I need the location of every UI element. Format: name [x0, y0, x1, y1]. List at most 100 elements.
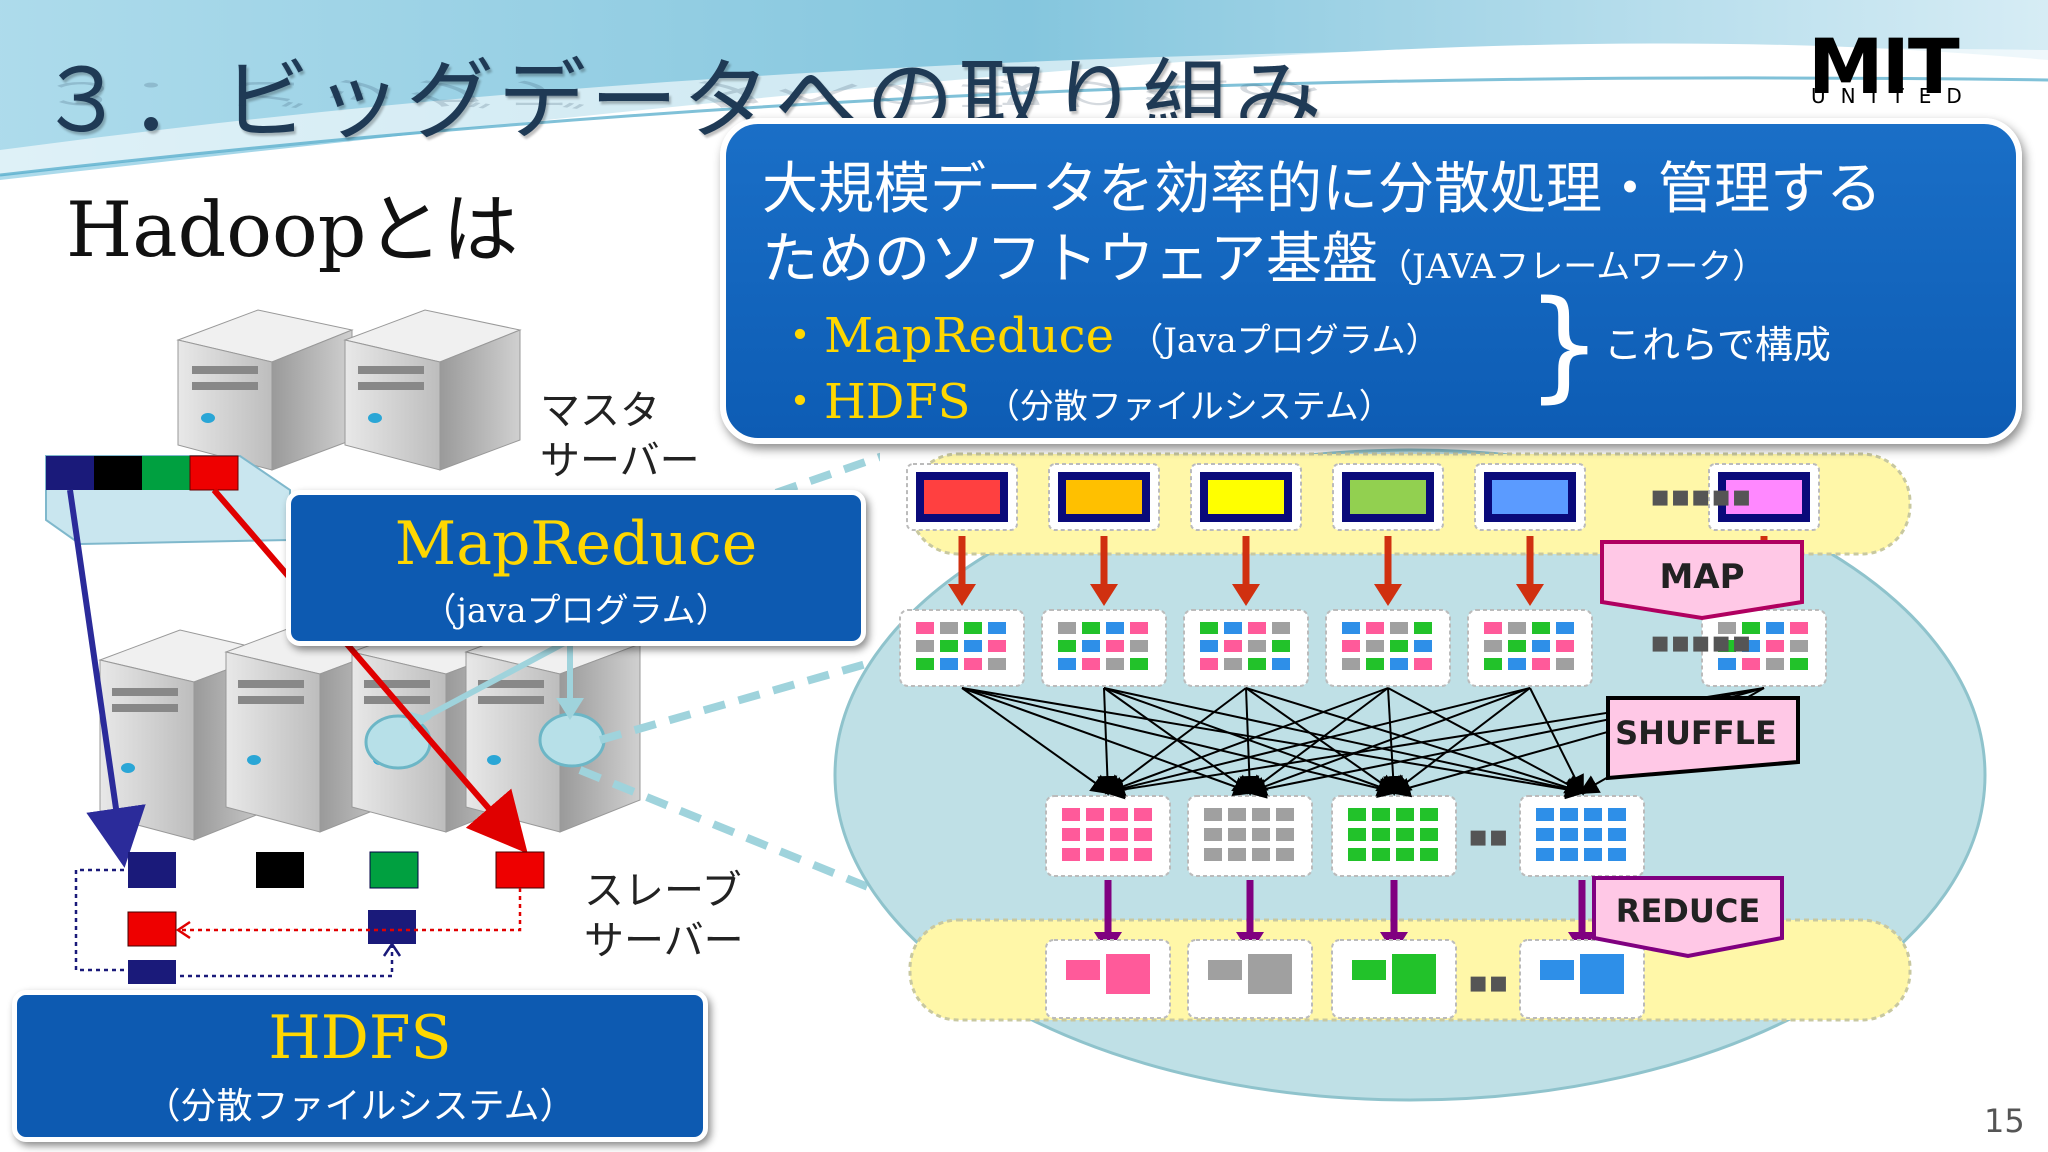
reduce-input-cell — [1110, 848, 1128, 861]
map-output-cell — [1766, 658, 1784, 670]
reduce-input-cell — [1204, 828, 1222, 841]
reduce-input-cell — [1252, 828, 1270, 841]
map-output-cell — [1106, 658, 1124, 670]
slave-server-4-icon — [464, 621, 642, 833]
mapreduce-title: MapReduce — [394, 509, 758, 579]
reduce-input-cell — [1204, 848, 1222, 861]
reduce-input-cell — [1560, 808, 1578, 821]
callout-line-2-note: （JAVAフレームワーク） — [1378, 247, 1767, 287]
reduce-input-cell — [1062, 828, 1080, 841]
map-output-cell — [940, 640, 958, 652]
metadata-block-navy — [46, 456, 94, 490]
reduce-input-cell — [1110, 828, 1128, 841]
bullet-hdfs-note: （分散ファイルシステム） — [985, 387, 1393, 427]
reduce-label: REDUCE — [1592, 876, 1784, 959]
reduce-input-cell — [1086, 808, 1104, 821]
metadata-block-black — [94, 456, 142, 490]
replica-block-red — [127, 911, 177, 947]
metadata-block-red — [189, 455, 239, 491]
hdfs-box: HDFS （分散ファイルシステム） — [12, 990, 708, 1142]
bullet-hdfs-name: ・HDFS — [776, 374, 971, 430]
reduce-input-cell — [1396, 848, 1414, 861]
map-output-cell — [1200, 658, 1218, 670]
bullet-mapreduce-name: ・MapReduce — [776, 308, 1114, 364]
map-output-cell — [1058, 658, 1076, 670]
reduce-input-cell — [1348, 808, 1366, 821]
map-label: MAP — [1600, 540, 1804, 621]
map-output-cell — [1248, 622, 1266, 634]
map-output-cell — [1390, 658, 1408, 670]
svg-text:MAP: MAP — [1659, 557, 1744, 597]
shuffle-line — [1246, 687, 1531, 796]
map-output-cell — [1224, 658, 1242, 670]
bullet-mapreduce: ・MapReduce （Javaプログラム） — [776, 296, 1440, 366]
callout-line-2: ためのソフトウェア基盤（JAVAフレームワーク） — [762, 214, 1766, 295]
reduce-input-cell — [1536, 808, 1554, 821]
map-output-cell — [1508, 658, 1526, 670]
map-output-cell — [1130, 658, 1148, 670]
reduce-input-cell — [1396, 828, 1414, 841]
reduce-input-cell — [1584, 848, 1602, 861]
map-output-cell — [1272, 640, 1290, 652]
server-illustration — [45, 309, 880, 984]
data-block-red — [495, 851, 545, 889]
data-block-navy — [128, 852, 176, 888]
map-output-cell — [1790, 640, 1808, 652]
shuffle-line — [1104, 687, 1389, 796]
reduce-input-cell — [1204, 808, 1222, 821]
input-split-data — [1208, 480, 1284, 514]
brace-icon: } — [1526, 276, 1603, 415]
map-output-cell — [1058, 640, 1076, 652]
map-output-cell — [1390, 622, 1408, 634]
mapreduce-box: MapReduce （javaプログラム） — [286, 490, 866, 646]
map-output-cell — [1106, 640, 1124, 652]
mit-logo-subtext: UNITED — [1811, 84, 1977, 108]
map-arrow-head — [1374, 584, 1402, 606]
reduce-input-cell — [1228, 848, 1246, 861]
reduce-input-cell — [1536, 848, 1554, 861]
composition-note: これらで構成 — [1604, 323, 1831, 367]
mit-logo: MIT — [1808, 22, 1960, 111]
callout-line-2-main: ためのソフトウェア基盤 — [762, 227, 1378, 292]
map-output-cell — [988, 640, 1006, 652]
map-output-cell — [1718, 622, 1736, 634]
replica-block-navy-2 — [128, 960, 176, 984]
reduce-input-cell — [1420, 848, 1438, 861]
reduce-output-block — [1066, 960, 1100, 980]
data-block-green — [369, 851, 419, 889]
shuffle-line — [1104, 687, 1247, 795]
map-output-cell — [1414, 658, 1432, 670]
shuffle-line — [1390, 687, 1531, 795]
reduce-input-cell — [1228, 828, 1246, 841]
map-output-cell — [1414, 640, 1432, 652]
input-split-data — [1066, 480, 1142, 514]
map-output-cell — [1790, 622, 1808, 634]
mapreduce-flow-diagram: ▪▪▪▪▪ ▪▪▪▪▪ ▪▪ ▪▪ MAP SHUFFLE REDUCE — [833, 448, 1987, 1102]
map-output-cell — [1508, 622, 1526, 634]
map-output-cell — [1248, 640, 1266, 652]
map-output-cell — [1742, 622, 1760, 634]
reduce-input-cell — [1134, 848, 1152, 861]
definition-callout: 大規模データを効率的に分散処理・管理する ためのソフトウェア基盤（JAVAフレー… — [720, 118, 2022, 444]
map-output-cell — [1742, 640, 1760, 652]
reduce-input-cell — [1110, 808, 1128, 821]
map-output-cell — [1200, 622, 1218, 634]
section-subtitle: Hadoopとは — [66, 185, 519, 274]
map-output-cell — [1200, 640, 1218, 652]
map-output-cell — [1390, 640, 1408, 652]
map-output-cell — [1366, 622, 1384, 634]
map-arrow-head — [948, 584, 976, 606]
slave-server-label: スレーブ サーバー — [584, 868, 744, 964]
slide-title-reflection: ３．ビッグデータへの取り組み — [38, 75, 1327, 112]
shuffle-line — [961, 687, 1112, 795]
input-ellipsis: ▪▪▪▪▪ — [1650, 479, 1752, 514]
map-output-cell — [1532, 640, 1550, 652]
map-arrow-head — [1516, 584, 1544, 606]
map-output-cell — [1766, 622, 1784, 634]
reduce-input-cell — [1372, 828, 1390, 841]
map-output-cell — [1130, 640, 1148, 652]
shuffle-line — [1245, 687, 1586, 797]
reduce-input-cell — [1584, 828, 1602, 841]
map-arrow-head — [1090, 584, 1118, 606]
map-output-cell — [1366, 640, 1384, 652]
